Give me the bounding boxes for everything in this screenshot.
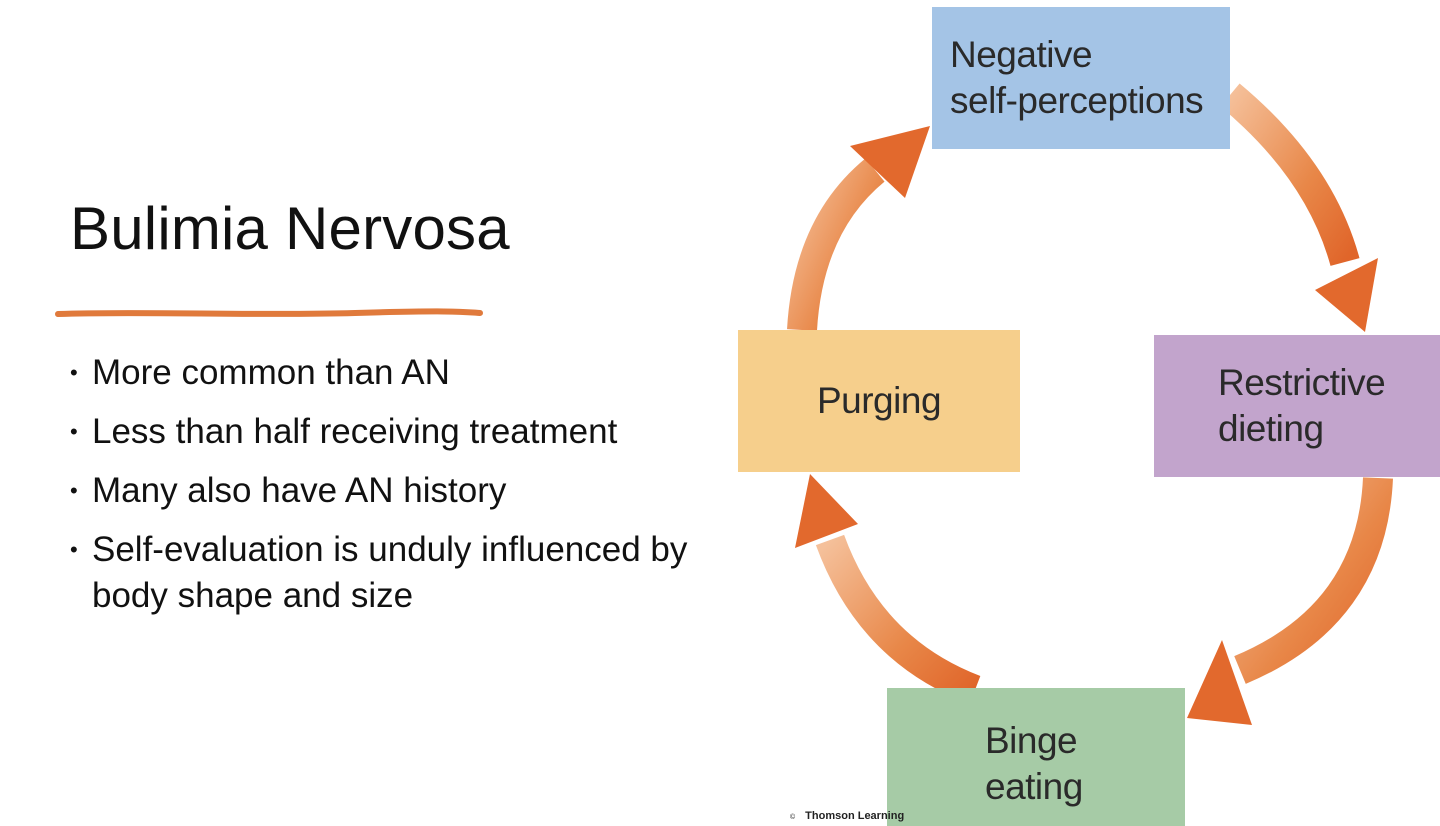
cycle-arrow-restrictive-to-binge bbox=[1187, 477, 1393, 725]
bullet-dot-icon: • bbox=[70, 478, 78, 503]
cycle-arrow-negative-to-restrictive bbox=[1220, 83, 1378, 332]
bullet-item: • Many also have AN history bbox=[70, 468, 710, 514]
node-label-line1: Purging bbox=[816, 380, 942, 421]
node-binge-eating: Binge eating bbox=[887, 688, 1185, 826]
bullet-text: Self-evaluation is unduly influenced by … bbox=[92, 530, 688, 615]
node-label-line1: Binge bbox=[985, 720, 1078, 761]
bullet-text: Many also have AN history bbox=[92, 471, 507, 510]
cycle-arrow-binge-to-purging bbox=[795, 474, 981, 705]
bullet-item: • More common than AN bbox=[70, 350, 710, 396]
slide-title: Bulimia Nervosa bbox=[70, 195, 510, 262]
image-credit: © Thomson Learning bbox=[790, 810, 904, 822]
bullet-list: • More common than AN • Less than half r… bbox=[70, 350, 710, 632]
node-label-line2: eating bbox=[985, 766, 1083, 807]
title-underline bbox=[55, 308, 483, 317]
node-label-line1: Restrictive bbox=[1218, 362, 1386, 403]
bullet-text: Less than half receiving treatment bbox=[92, 412, 618, 451]
bullet-item: • Less than half receiving treatment bbox=[70, 409, 710, 455]
bullet-text: More common than AN bbox=[92, 353, 450, 392]
bullet-item: • Self-evaluation is unduly influenced b… bbox=[70, 527, 710, 619]
bullet-dot-icon: • bbox=[70, 537, 78, 562]
node-label-line2: dieting bbox=[1218, 408, 1324, 449]
credit-mark-icon: © bbox=[790, 814, 796, 821]
cycle-arrow-purging-to-negative bbox=[787, 126, 930, 331]
node-label-line2: self-perceptions bbox=[950, 80, 1204, 121]
bullet-dot-icon: • bbox=[70, 360, 78, 385]
bullet-dot-icon: • bbox=[70, 419, 78, 444]
node-restrictive-dieting: Restrictive dieting bbox=[1154, 335, 1440, 477]
node-negative-self-perceptions: Negative self-perceptions bbox=[932, 7, 1230, 149]
credit-text: Thomson Learning bbox=[805, 810, 905, 822]
node-purging: Purging bbox=[738, 330, 1020, 472]
node-label-line1: Negative bbox=[950, 34, 1093, 75]
